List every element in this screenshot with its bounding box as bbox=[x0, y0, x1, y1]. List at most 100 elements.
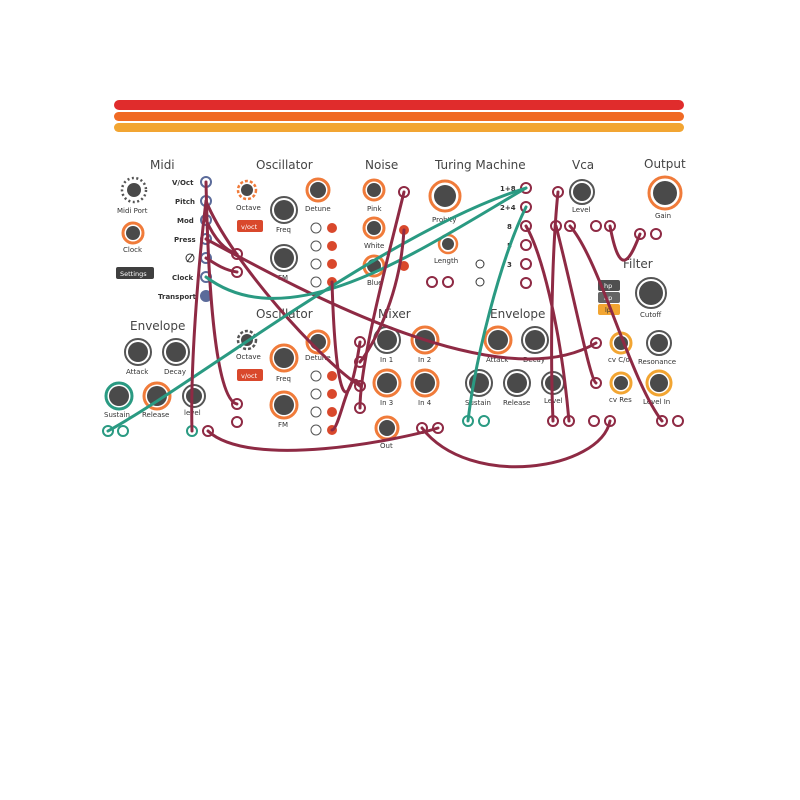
filter-level-in-label: Level In bbox=[643, 398, 670, 406]
vca-jack-out-a[interactable] bbox=[590, 220, 602, 232]
midi-out-voct-label: V/Oct bbox=[172, 179, 194, 187]
env-left-decay-knob[interactable] bbox=[162, 338, 190, 366]
cable-noise-white-mixer[interactable] bbox=[358, 228, 406, 364]
osc2-freq-label: Freq bbox=[276, 375, 291, 383]
osc2-jack-sine[interactable] bbox=[327, 371, 337, 381]
cable-osc1-saw-mixer[interactable] bbox=[330, 280, 362, 394]
env-right-attack-label: Attack bbox=[486, 356, 509, 364]
midi-clock-label: Clock bbox=[123, 246, 143, 254]
cable-midi-pitch-mixer[interactable] bbox=[204, 199, 362, 388]
vca-level-knob[interactable] bbox=[569, 179, 595, 205]
env-right-sustain-knob[interactable] bbox=[465, 369, 493, 397]
mixer-in3-knob[interactable] bbox=[372, 368, 402, 398]
env-right-jack-retrig[interactable] bbox=[478, 415, 490, 427]
env-right-module: Attack Decay Sustain Release Level bbox=[462, 325, 575, 427]
filter-level-in-knob[interactable] bbox=[645, 369, 673, 397]
cable-vca-filter[interactable] bbox=[554, 224, 598, 385]
osc2-detune-label: Detune bbox=[305, 354, 331, 362]
filter-title: Filter bbox=[623, 257, 653, 271]
env-left-jack-retrig[interactable] bbox=[117, 425, 129, 437]
osc1-mode-button[interactable] bbox=[237, 220, 263, 232]
mixer-out-knob[interactable] bbox=[374, 415, 400, 441]
stripe-red bbox=[114, 100, 684, 110]
cable-osc2-saw-mixer[interactable] bbox=[330, 378, 362, 432]
turing-jack-5[interactable] bbox=[520, 258, 532, 270]
osc2-jack-triangle[interactable] bbox=[327, 407, 337, 417]
cable-osc1-fm-midi[interactable] bbox=[204, 256, 239, 274]
osc2-fm-label: FM bbox=[278, 421, 288, 429]
osc2-jack-square[interactable] bbox=[327, 389, 337, 399]
turing-out-1-label: 1+8 bbox=[500, 185, 516, 193]
turing-probability-label: Prob'ty bbox=[432, 216, 456, 224]
env-right-decay-knob[interactable] bbox=[521, 326, 549, 354]
midi-port-knob[interactable] bbox=[120, 176, 148, 204]
filter-cv-res-knob[interactable] bbox=[609, 371, 633, 395]
filter-jack-in-a[interactable] bbox=[588, 415, 600, 427]
osc1-jack-sine[interactable] bbox=[327, 223, 337, 233]
osc2-square-icon bbox=[310, 388, 322, 400]
env-left-level-knob[interactable] bbox=[182, 384, 206, 408]
turing-step-icons bbox=[475, 259, 485, 287]
noise-pink-knob[interactable] bbox=[362, 178, 386, 202]
osc1-detune-knob[interactable] bbox=[305, 177, 331, 203]
turing-jack-in-a[interactable] bbox=[426, 276, 438, 288]
midi-clock-knob[interactable] bbox=[121, 221, 145, 245]
filter-resonance-label: Resonance bbox=[638, 358, 676, 366]
output-title: Output bbox=[644, 157, 686, 171]
osc1-jack-square[interactable] bbox=[327, 241, 337, 251]
noise-pink-label: Pink bbox=[367, 205, 382, 213]
midi-out-clock-label: Clock bbox=[172, 274, 193, 282]
turing-probability-knob[interactable] bbox=[428, 179, 462, 213]
turing-out-3-label: 8 bbox=[507, 223, 512, 231]
env-left-attack-knob[interactable] bbox=[124, 338, 152, 366]
filter-cutoff-label: Cutoff bbox=[640, 311, 661, 319]
filter-resonance-knob[interactable] bbox=[646, 330, 672, 356]
cable-mixer-vca[interactable] bbox=[420, 419, 612, 469]
env-left-sustain-knob[interactable] bbox=[104, 381, 134, 411]
osc1-freq-label: Freq bbox=[276, 226, 291, 234]
env-left-sustain-label: Sustain bbox=[104, 411, 130, 419]
turing-step-icon-b bbox=[475, 277, 485, 287]
cable-turing-env-right[interactable] bbox=[466, 205, 528, 423]
cable-vca-output[interactable] bbox=[608, 224, 642, 262]
output-jack-right[interactable] bbox=[650, 228, 662, 240]
env-right-release-knob[interactable] bbox=[503, 369, 531, 397]
settings-button[interactable] bbox=[116, 267, 154, 279]
cable-env-left-inv-mixer[interactable] bbox=[206, 426, 440, 452]
mixer-in2-label: In 2 bbox=[418, 356, 431, 364]
turing-jack-in-b[interactable] bbox=[442, 276, 454, 288]
mixer-in4-knob[interactable] bbox=[410, 368, 440, 398]
env-left-module: Attack Decay Sustain Release level bbox=[102, 338, 214, 437]
turing-jack-6[interactable] bbox=[520, 277, 532, 289]
cable-env-right-out-turing[interactable] bbox=[524, 224, 571, 423]
cable-noise-pink-mixer[interactable] bbox=[358, 190, 406, 410]
noise-white-knob[interactable] bbox=[362, 216, 386, 240]
osc2-wave-outputs bbox=[310, 370, 337, 436]
cable-midi-voct-osc2[interactable] bbox=[204, 180, 239, 406]
filter-cutoff-knob[interactable] bbox=[635, 277, 667, 309]
osc1-freq-knob[interactable] bbox=[270, 196, 298, 224]
env-right-title: Envelope bbox=[490, 307, 545, 321]
env-left-release-knob[interactable] bbox=[142, 381, 172, 411]
output-gain-label: Gain bbox=[655, 212, 671, 220]
midi-out-mod-label: Mod bbox=[177, 217, 194, 225]
cable-env-left-out-midi[interactable] bbox=[190, 199, 208, 433]
turing-jack-4[interactable] bbox=[520, 239, 532, 251]
osc2-jack-fm-in[interactable] bbox=[231, 416, 243, 428]
osc1-octave-knob[interactable] bbox=[236, 179, 258, 201]
output-gain-knob[interactable] bbox=[647, 175, 683, 211]
filter-jack-out-b[interactable] bbox=[672, 415, 684, 427]
osc1-jack-triangle[interactable] bbox=[327, 259, 337, 269]
cable-env-left-turing[interactable] bbox=[106, 186, 528, 433]
osc2-fm-knob[interactable] bbox=[269, 390, 299, 420]
cable-filter-out-vca[interactable] bbox=[568, 224, 664, 423]
osc2-mode-button[interactable] bbox=[237, 369, 263, 381]
env-right-attack-knob[interactable] bbox=[483, 325, 513, 355]
filter-mode-lp[interactable] bbox=[598, 304, 620, 315]
osc1-fm-knob[interactable] bbox=[270, 244, 298, 272]
cable-midi-clock-turing[interactable] bbox=[204, 186, 528, 300]
mixer-in3-label: In 3 bbox=[380, 399, 393, 407]
osc2-freq-knob[interactable] bbox=[269, 343, 299, 373]
osc2-octave-label: Octave bbox=[236, 353, 261, 361]
